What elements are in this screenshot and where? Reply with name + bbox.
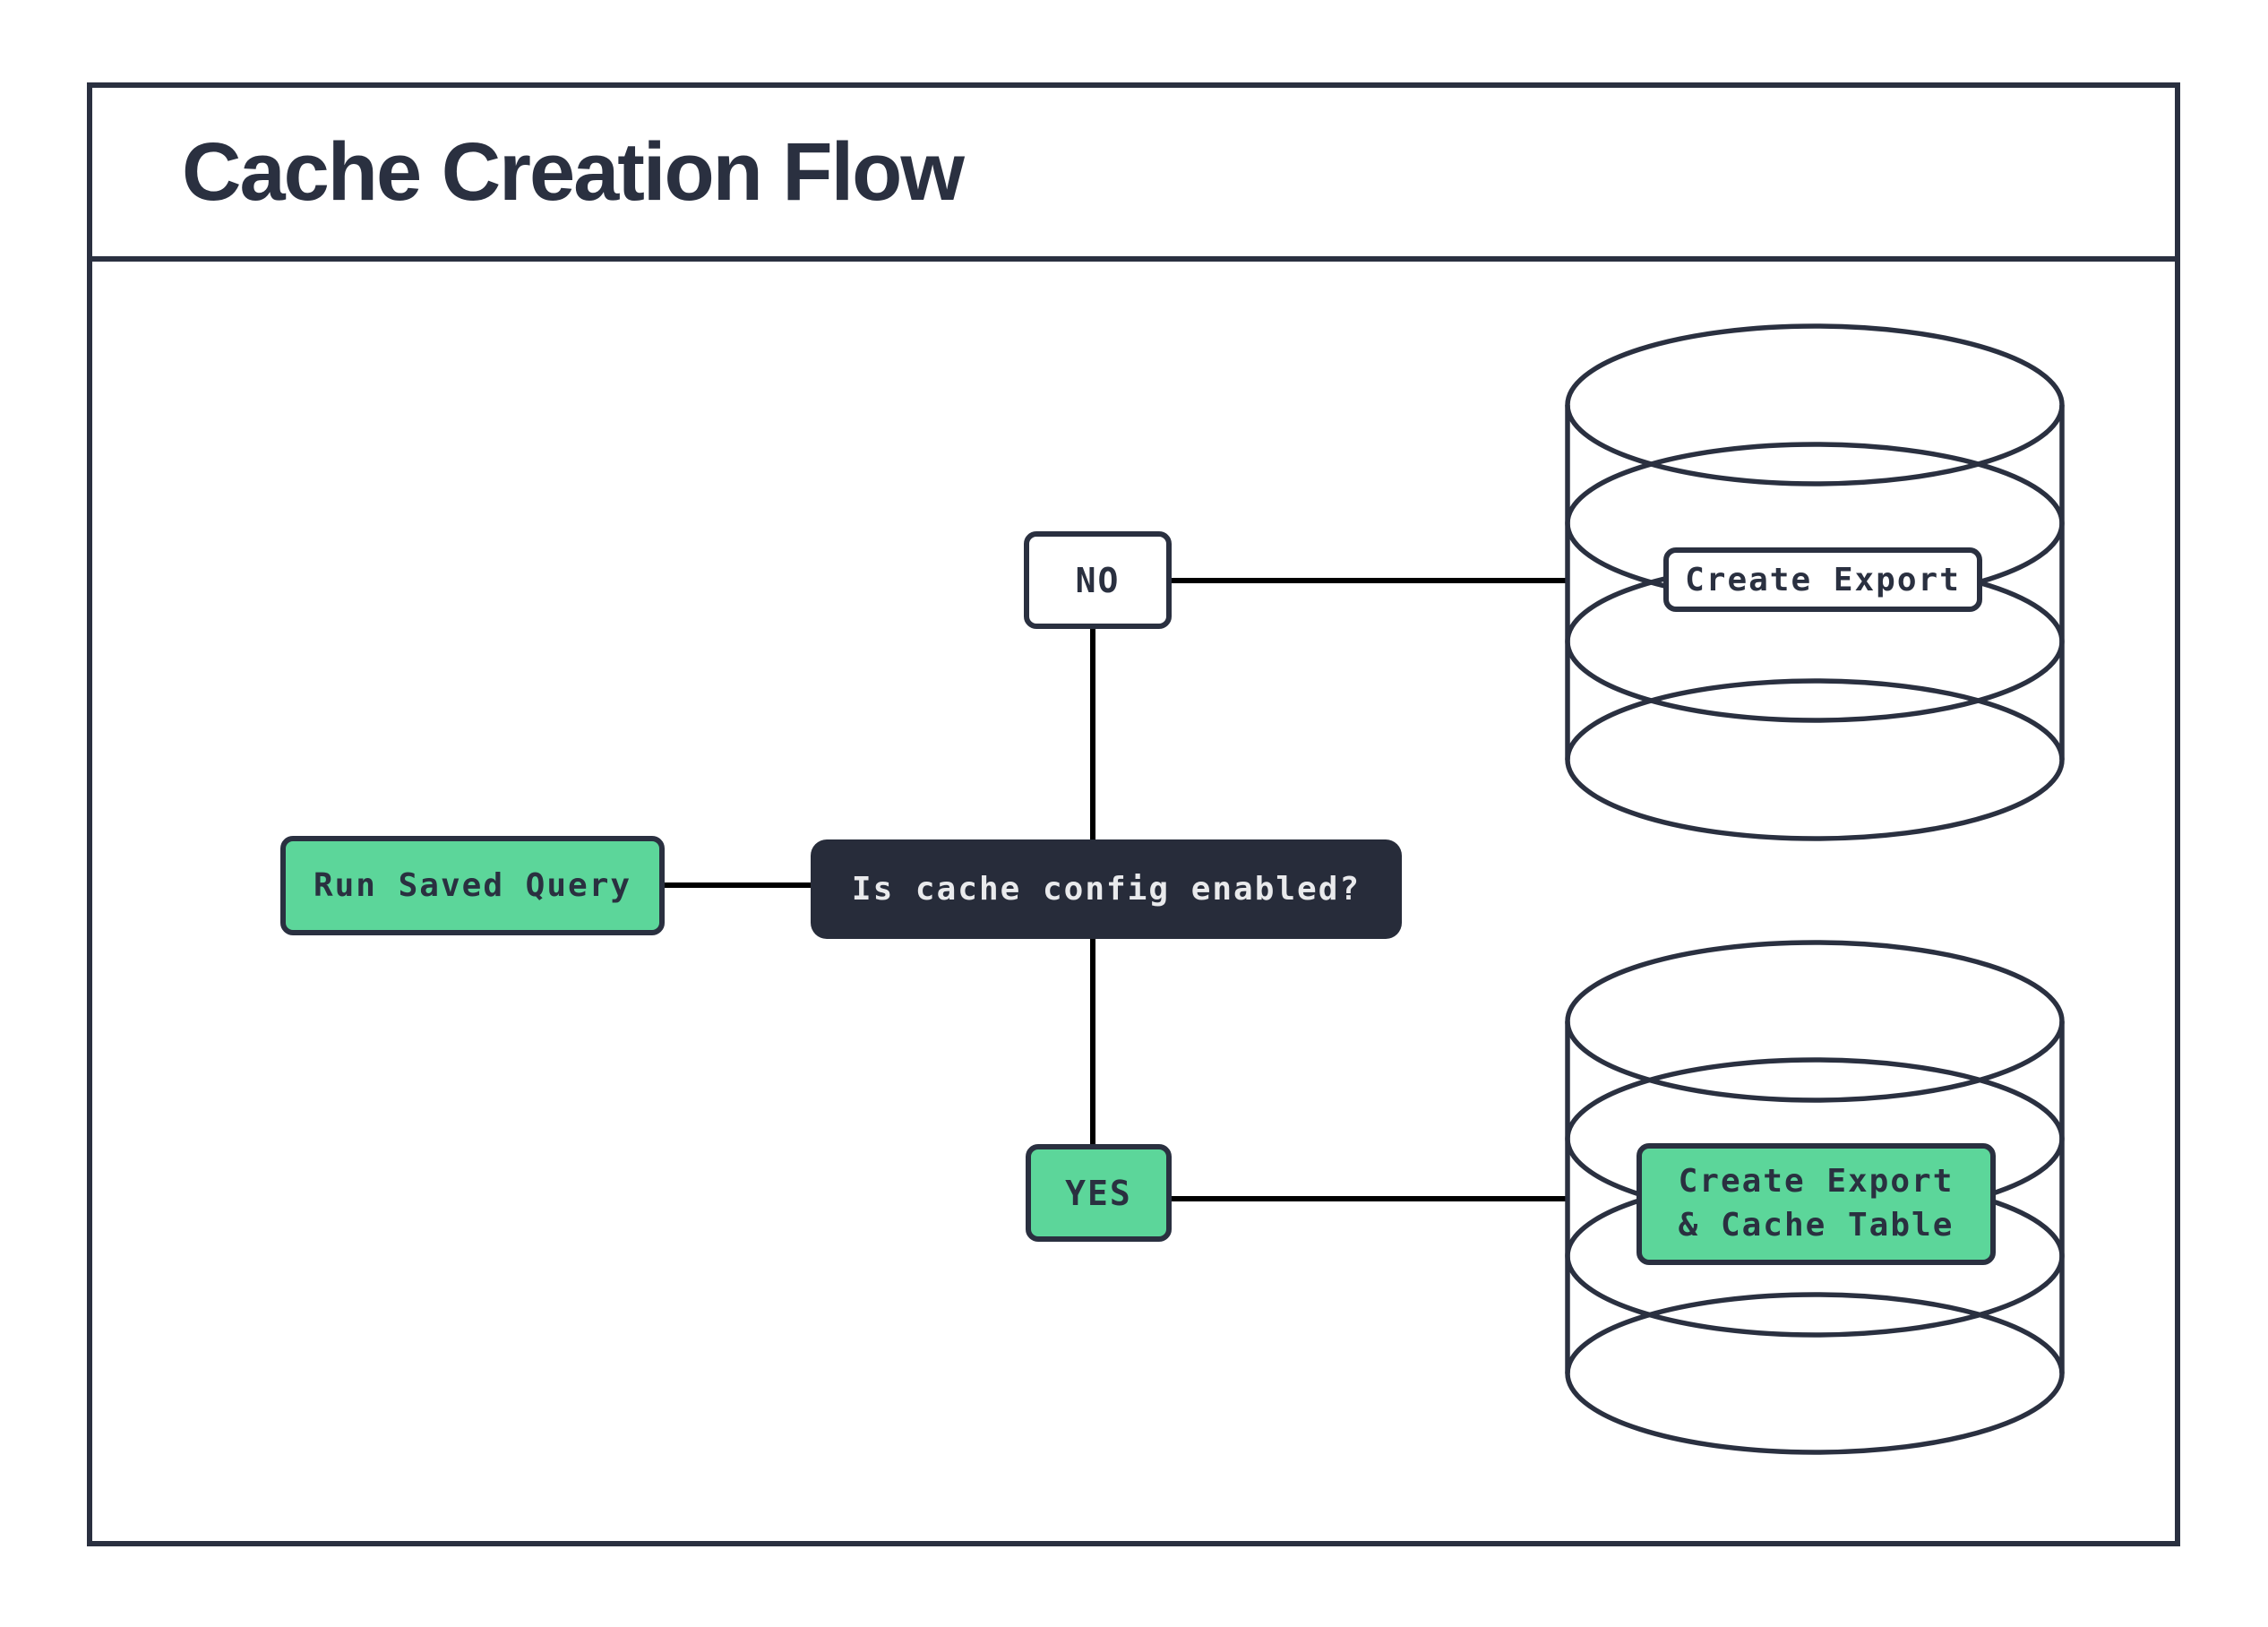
result-yes-label-line2: & Cache Table bbox=[1678, 1207, 1954, 1244]
decision-node-cache-config: Is cache config enabled? bbox=[811, 839, 1402, 939]
branch-node-yes: YES bbox=[1026, 1144, 1172, 1242]
connector-lines bbox=[665, 578, 1569, 1201]
diagram-header: Cache Creation Flow bbox=[87, 82, 2180, 262]
branch-node-no: NO bbox=[1024, 531, 1172, 629]
page-title: Cache Creation Flow bbox=[182, 125, 965, 218]
start-node-label: Run Saved Query bbox=[313, 867, 632, 904]
result-no-label: Create Export bbox=[1685, 561, 1961, 598]
branch-yes-label: YES bbox=[1065, 1173, 1132, 1213]
branch-no-label: NO bbox=[1075, 560, 1121, 600]
result-yes-label-line1: Create Export bbox=[1678, 1163, 1954, 1201]
decision-node-label: Is cache config enabled? bbox=[851, 871, 1362, 908]
database-cylinder-icon bbox=[1565, 940, 2065, 1455]
result-node-create-export: Create Export bbox=[1663, 547, 1982, 612]
start-node-run-saved-query: Run Saved Query bbox=[280, 836, 665, 935]
result-node-create-export-cache-table: Create Export & Cache Table bbox=[1637, 1143, 1996, 1265]
